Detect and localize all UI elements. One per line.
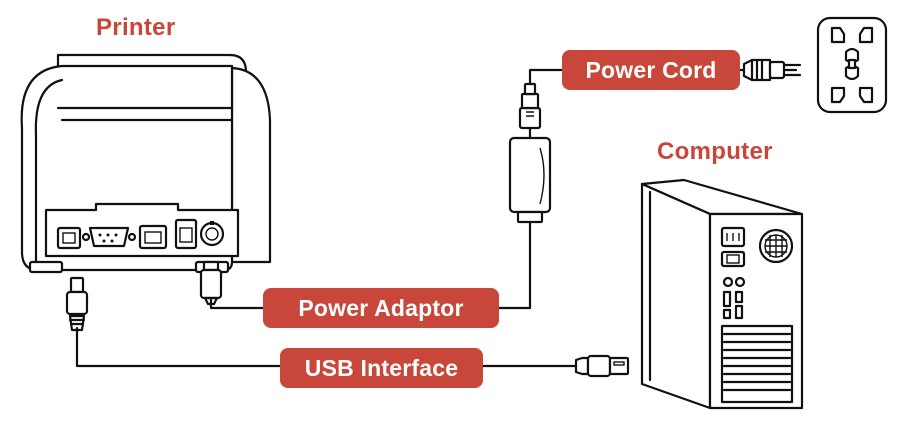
power-cord-label: Power Cord [562, 50, 740, 90]
computer-title: Computer [657, 138, 773, 165]
power-adaptor [508, 82, 552, 224]
printer-illustration [20, 53, 272, 274]
wall-outlet [816, 16, 888, 114]
printer-title: Printer [96, 14, 176, 41]
usb-interface-label: USB Interface [280, 348, 483, 388]
power-plug [742, 58, 802, 82]
usb-a-plug [574, 354, 630, 378]
computer-illustration [640, 178, 804, 410]
usb-b-plug [65, 276, 89, 332]
power-adaptor-label: Power Adaptor [263, 288, 499, 328]
dc-plug [199, 260, 223, 306]
